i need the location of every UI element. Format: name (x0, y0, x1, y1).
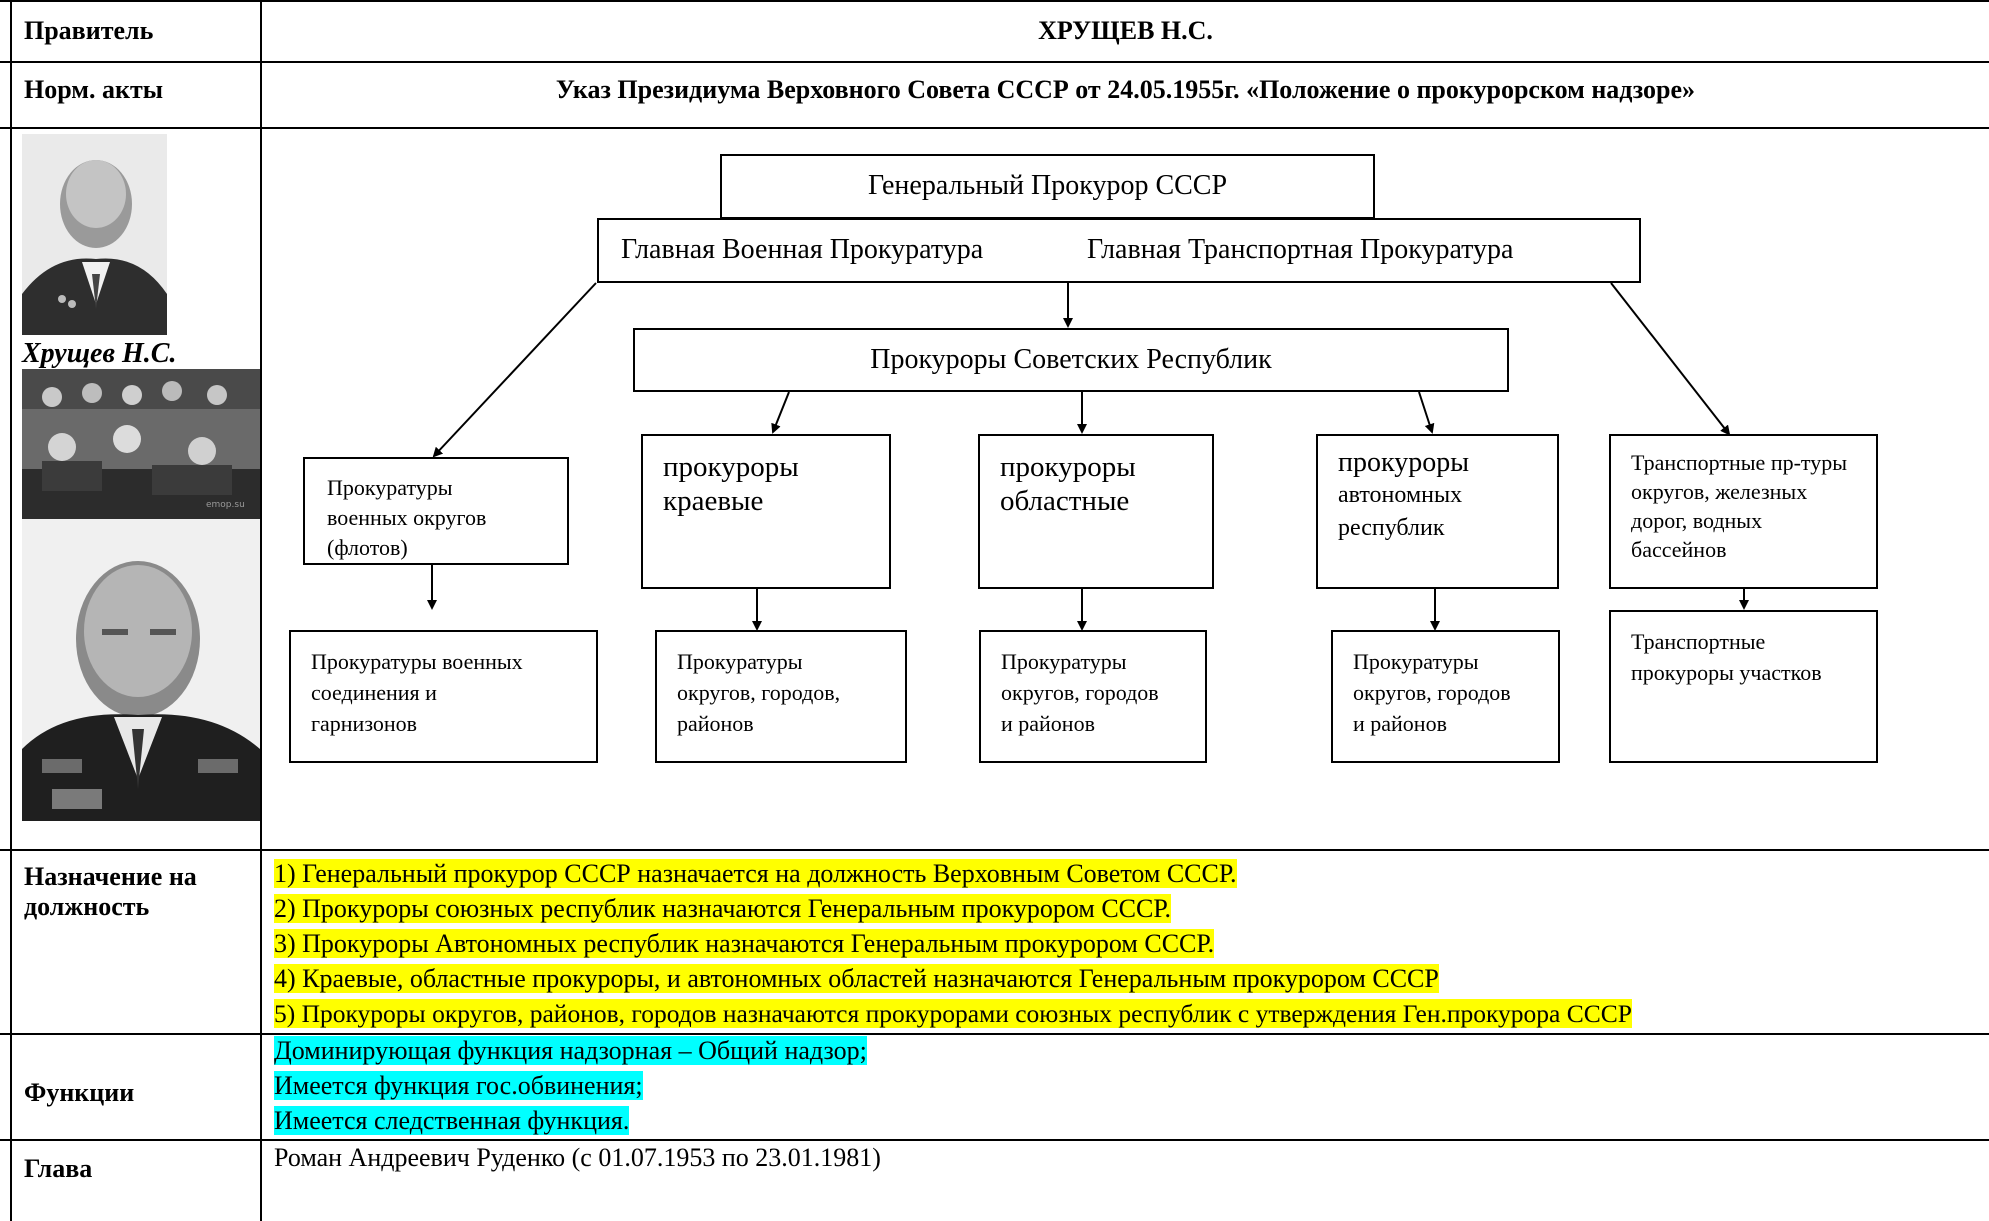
box-oblastnye-sub-line: Прокуратуры (1001, 649, 1127, 674)
portrait-photo (22, 134, 167, 335)
box-transport-sub-line: прокуроры участков (1631, 660, 1822, 685)
box-oblastnye-line: прокуроры (1000, 451, 1136, 483)
box-transport-districts-line: Транспортные пр-туры (1631, 450, 1848, 475)
table-border (0, 849, 1989, 851)
appointment-item-text: 1) Генеральный прокурор СССР назначается… (274, 859, 1237, 888)
trial-photo (22, 369, 260, 519)
acts-label: Норм. акты (24, 75, 164, 104)
appointment-item: 5) Прокуроры округов, районов, городов н… (274, 999, 1632, 1029)
box-transport-districts-line: дорог, водных (1631, 508, 1763, 533)
box-kraevye-sub: Прокуратуры округов, городов, районов (655, 630, 907, 763)
box-autonomous: прокуроры автономных республик (1316, 434, 1559, 589)
box-republics: Прокуроры Советских Республик (633, 328, 1509, 392)
box-kraevye-line: прокуроры (663, 451, 799, 483)
box-oblastnye-sub-line: и районов (1001, 711, 1095, 736)
functions-item: Имеется функция гос.обвинения; (274, 1071, 643, 1101)
box-main-military-text: Главная Военная Прокуратура (621, 234, 984, 265)
functions-item-text: Имеется следственная функция. (274, 1106, 630, 1135)
appointment-label-line1: Назначение на (24, 862, 197, 891)
functions-item: Имеется следственная функция. (274, 1106, 630, 1136)
box-kraevye: прокуроры краевые (641, 434, 891, 589)
table-border (0, 127, 1989, 129)
box-oblastnye-line: областные (1000, 485, 1130, 517)
box-military-districts-line: военных округов (327, 505, 487, 530)
box-military-districts-line: (флотов) (327, 535, 408, 560)
box-oblastnye-sub-line: округов, городов (1001, 680, 1159, 705)
box-transport-districts: Транспортные пр-туры округов, железных д… (1609, 434, 1878, 589)
box-kraevye-line: краевые (663, 485, 764, 517)
acts-value: Указ Президиума Верховного Совета СССР о… (555, 75, 1696, 104)
table-border (10, 0, 12, 1221)
appointment-label-line2: должность (24, 892, 150, 921)
appointment-item: 4) Краевые, областные прокуроры, и автон… (274, 964, 1439, 994)
box-military-units-line: гарнизонов (311, 711, 418, 736)
box-transport-districts-line: бассейнов (1631, 537, 1727, 562)
box-transport-districts-line: округов, железных (1631, 479, 1808, 504)
box-military-units: Прокуратуры военных соединения и гарнизо… (289, 630, 598, 763)
box-kraevye-sub-line: районов (677, 711, 754, 736)
table-border (0, 61, 1989, 63)
box-military-districts: Прокуратуры военных округов (флотов) (303, 457, 569, 565)
appointment-label: Назначение на должность (24, 862, 197, 922)
functions-label: Функции (24, 1078, 135, 1107)
box-transport-sub: Транспортные прокуроры участков (1609, 610, 1878, 763)
functions-item-text: Имеется функция гос.обвинения; (274, 1071, 643, 1100)
box-transport-sub-line: Транспортные (1631, 629, 1766, 654)
appointment-item: 1) Генеральный прокурор СССР назначается… (274, 859, 1237, 889)
appointment-item: 3) Прокуроры Автономных республик назнач… (274, 929, 1215, 959)
box-autonomous-line: автономных (1338, 482, 1463, 508)
box-oblastnye-sub: Прокуратуры округов, городов и районов (979, 630, 1207, 763)
box-main-transport: Главная Транспортная Прокуратура (1067, 218, 1641, 283)
table-border (0, 0, 1989, 2)
appointment-item-text: 5) Прокуроры округов, районов, городов н… (274, 999, 1632, 1028)
functions-item: Доминирующая функция надзорная – Общий н… (274, 1036, 867, 1066)
box-republics-text: Прокуроры Советских Республик (870, 344, 1272, 375)
appointment-item-text: 2) Прокуроры союзных республик назначают… (274, 894, 1172, 923)
box-military-districts-line: Прокуратуры (327, 475, 453, 500)
box-military-units-line: соединения и (311, 680, 437, 705)
box-general-prosecutor: Генеральный Прокурор СССР (720, 154, 1375, 219)
box-autonomous-sub-line: и районов (1353, 711, 1447, 736)
ruler-value: ХРУЩЕВ Н.С. (1038, 16, 1213, 45)
box-oblastnye: прокуроры областные (978, 434, 1214, 589)
portrait-caption: Хрущев Н.С. (22, 338, 177, 369)
head-value: Роман Андреевич Руденко (с 01.07.1953 по… (274, 1143, 881, 1172)
box-main-transport-text: Главная Транспортная Прокуратура (1087, 234, 1514, 265)
table-border (0, 1033, 1989, 1035)
box-main-military: Главная Военная Прокуратура (597, 218, 1069, 283)
box-autonomous-sub: Прокуратуры округов, городов и районов (1331, 630, 1560, 763)
box-autonomous-sub-line: Прокуратуры (1353, 649, 1479, 674)
appointment-item-text: 3) Прокуроры Автономных республик назнач… (274, 929, 1215, 958)
functions-item-text: Доминирующая функция надзорная – Общий н… (274, 1036, 867, 1065)
rudenko-photo (22, 519, 260, 821)
box-autonomous-line: республик (1338, 515, 1445, 541)
appointment-item: 2) Прокуроры союзных республик назначают… (274, 894, 1172, 924)
table-border (260, 0, 262, 1221)
head-label: Глава (24, 1154, 93, 1183)
box-general-prosecutor-text: Генеральный Прокурор СССР (867, 170, 1228, 201)
trial-photo-stamp: emop.su (206, 500, 245, 510)
box-autonomous-line: прокуроры (1338, 447, 1470, 478)
box-autonomous-sub-line: округов, городов (1353, 680, 1511, 705)
box-kraevye-sub-line: Прокуратуры (677, 649, 803, 674)
table-border (0, 1139, 1989, 1141)
box-kraevye-sub-line: округов, городов, (677, 680, 841, 705)
appointment-item-text: 4) Краевые, областные прокуроры, и автон… (274, 964, 1439, 993)
box-military-units-line: Прокуратуры военных (311, 649, 523, 674)
ruler-label: Правитель (24, 16, 154, 45)
